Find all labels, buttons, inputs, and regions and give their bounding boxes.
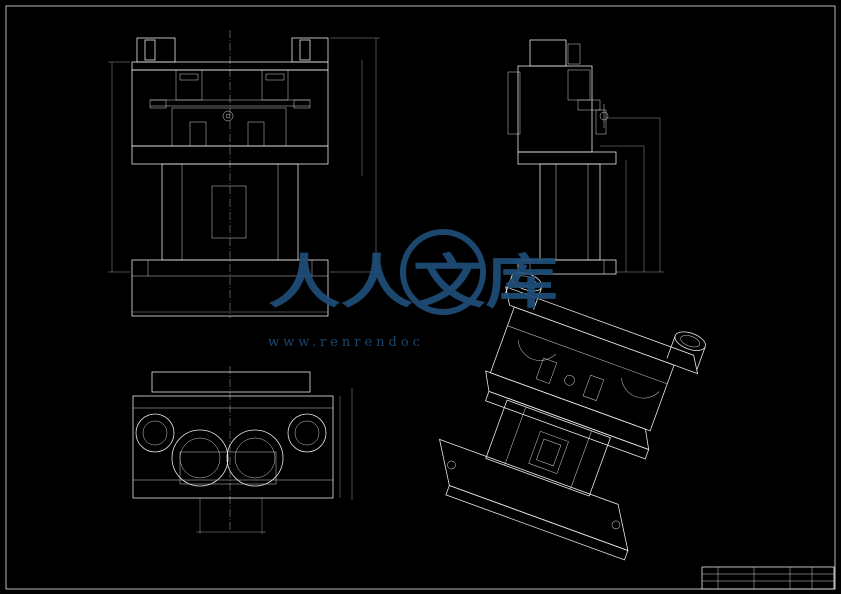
side-view (507, 39, 664, 275)
front-view (108, 30, 380, 318)
watermark-logo-ring (400, 229, 486, 315)
watermark: 人人文库 www.renrendoc (268, 229, 558, 350)
top-view (132, 366, 353, 534)
watermark-url: www.renrendoc (268, 335, 424, 350)
title-block (701, 566, 835, 590)
watermark-text: 人人文库 (268, 248, 558, 316)
isometric-view (438, 271, 706, 561)
drawing-border (5, 5, 836, 590)
